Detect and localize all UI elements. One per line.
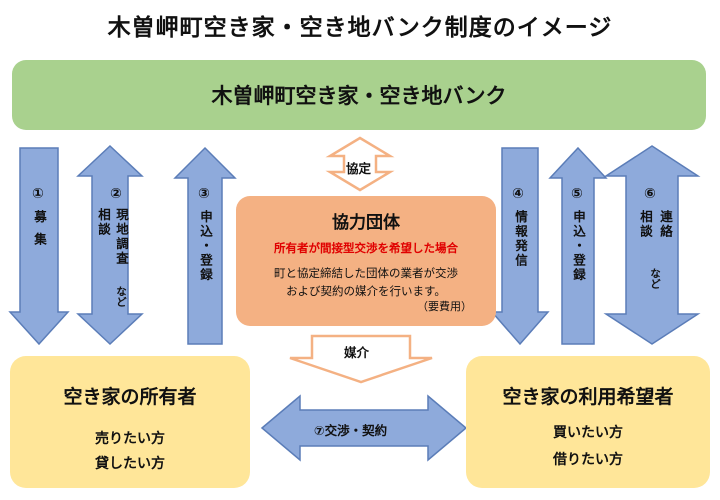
arrow-2-number: ②: [110, 186, 122, 202]
arrow-2-extra: など: [115, 286, 127, 307]
arrow-3-up: [173, 146, 237, 345]
user-line-1: 買いたい方: [553, 425, 623, 441]
user-title: 空き家の利用希望者: [502, 386, 674, 408]
arrow-1-down: [8, 147, 70, 346]
arrow-1-number: ①: [32, 186, 44, 202]
owner-line-2: 貸したい方: [95, 456, 165, 472]
owner-line-1: 売りたい方: [95, 431, 165, 447]
arrow-3-label: 申込・登録: [198, 210, 213, 283]
arrow-6-extra: など: [649, 268, 661, 289]
owner-title: 空き家の所有者: [63, 386, 197, 408]
intermediary-arrow: [289, 334, 433, 384]
agreement-arrow: [325, 136, 395, 192]
arrow-6-number: ⑥: [644, 186, 656, 202]
agreement-label: 協定: [346, 161, 372, 176]
arrow-2-double: [76, 144, 144, 346]
arrow-6-col-2: 相談: [638, 210, 653, 239]
arrow-6-col-1: 連絡: [658, 210, 673, 239]
bank-label: 木曽岬町空き家・空き地バンク: [211, 84, 507, 108]
arrow-5-up: [548, 146, 608, 345]
owner-panel: 空き家の所有者 売りたい方 貸したい方: [10, 356, 250, 488]
association-condition: 所有者が間接型交渉を希望した場合: [274, 241, 458, 255]
arrow-4-label: 情報発信: [513, 210, 528, 268]
arrow-2-col-2: 相談: [96, 208, 111, 237]
association-box: 協力団体 所有者が間接型交渉を希望した場合 町と協定締結した団体の業者が交渉 お…: [236, 196, 496, 326]
arrow-5-label: 申込・登録: [571, 210, 586, 283]
arrow-4-number: ④: [512, 186, 524, 202]
arrow-5-number: ⑤: [571, 186, 583, 202]
association-description-2: および契約の媒介を行います。: [286, 284, 446, 298]
intermediary-label: 媒介: [344, 345, 370, 360]
arrow-6-double: [603, 145, 701, 345]
bank-box: 木曽岬町空き家・空き地バンク: [12, 60, 706, 130]
association-title: 協力団体: [332, 213, 400, 233]
user-line-2: 借りたい方: [553, 452, 623, 468]
user-panel: 空き家の利用希望者 買いたい方 借りたい方: [466, 356, 710, 488]
arrow-2-col-1: 現地調査: [114, 208, 129, 266]
association-description-1: 町と協定締結した団体の業者が交渉: [274, 266, 458, 280]
negotiation-label: ⑦交渉・契約: [314, 423, 388, 438]
arrow-4-down: [490, 147, 550, 346]
arrow-1-label: 募集: [32, 210, 47, 255]
association-fee: （要費用）: [417, 300, 472, 313]
page-title: 木曽岬町空き家・空き地バンク制度のイメージ: [107, 15, 613, 41]
arrow-3-number: ③: [198, 186, 210, 202]
